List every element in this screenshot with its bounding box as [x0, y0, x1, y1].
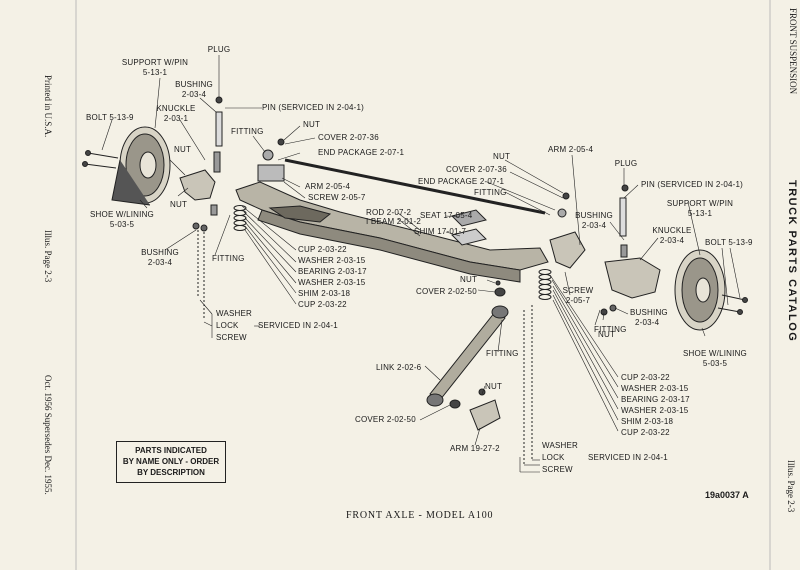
front-suspension-section-text: FRONT SUSPENSION: [788, 8, 798, 95]
label-shim-right: SHIM 2-03-18: [621, 417, 674, 426]
label-knuckle-right-no: 2-03-4: [659, 236, 685, 245]
label-serviced-right: SERVICED IN 2-04-1: [588, 453, 668, 462]
label-cover-left-1: COVER 2-07-36: [318, 133, 379, 142]
label-support-right: SUPPORT W/PIN: [666, 199, 734, 208]
label-support-left-no: 5-13-1: [142, 68, 168, 77]
label-cover-right-1: COVER 2-07-36: [446, 165, 507, 174]
label-shim-middle: SHIM 17-01-7: [414, 227, 467, 236]
label-nut-right-1: NUT: [493, 152, 511, 161]
label-shoe-left-no: 5-03-5: [109, 220, 135, 229]
notice-line-3: BY DESCRIPTION: [137, 468, 205, 477]
label-cup-right-1: CUP 2-03-22: [621, 373, 670, 382]
label-bushing-left-2: BUSHING: [141, 248, 179, 257]
label-shoe-left: SHOE W/LINING: [90, 210, 154, 219]
label-shoe-right: SHOE W/LINING: [683, 349, 747, 358]
label-plug-right: PLUG: [614, 159, 638, 168]
label-cover-middle: COVER 2-02-50: [416, 287, 477, 296]
label-washer-right-1: WASHER 2-03-15: [621, 384, 689, 393]
label-knuckle-left: KNUCKLE: [156, 104, 196, 113]
label-arm-right: ARM 2-05-4: [548, 145, 594, 154]
label-arm-bottom: ARM 19-27-2: [450, 444, 500, 453]
label-bushing-left-1: BUSHING: [175, 80, 213, 89]
label-shoe-right-no: 5-03-5: [702, 359, 728, 368]
label-bolt-left: BOLT 5-13-9: [86, 113, 134, 122]
label-screw-right-service: SCREW: [542, 465, 573, 474]
label-fitting-left-1: FITTING: [231, 127, 264, 136]
label-bushing-left-1-no: 2-03-4: [181, 90, 207, 99]
printed-in-usa-text: Printed in U.S.A.: [43, 75, 53, 138]
label-nut-left-1: NUT: [303, 120, 321, 129]
label-bushing-right-1: BUSHING: [575, 211, 613, 220]
left-bearing-stack-illustration: [233, 205, 247, 231]
notice-line-1: PARTS INDICATED: [135, 446, 207, 455]
notice-line-2: BY NAME ONLY - ORDER: [122, 457, 220, 466]
label-nut-left-3: NUT: [170, 200, 188, 209]
label-cup-right-2: CUP 2-03-22: [621, 428, 670, 437]
left-illus-page-text: Illus. Page 2-3: [43, 230, 53, 283]
label-bushing-right-2-no: 2-03-4: [635, 318, 660, 327]
label-pin-right: PIN (SERVICED IN 2-04-1): [641, 180, 744, 189]
label-knuckle-left-no: 2-03-1: [163, 114, 189, 123]
label-bearing-left: BEARING 2-03-17: [298, 267, 367, 276]
label-arm-left: ARM 2-05-4: [305, 182, 351, 191]
label-end-package-right: END PACKAGE 2-07-1: [418, 177, 505, 186]
label-bolt-right: BOLT 5-13-9: [705, 238, 753, 247]
left-brake-support-illustration: [111, 126, 171, 206]
label-support-left: SUPPORT W/PIN: [121, 58, 189, 67]
label-fitting-right-3: FITTING: [486, 349, 519, 358]
order-notice-box: PARTS INDICATED BY NAME ONLY - ORDER BY …: [116, 441, 226, 483]
label-washer-left-1: WASHER 2-03-15: [298, 256, 366, 265]
label-cup-left-2: CUP 2-03-22: [298, 300, 347, 309]
label-cup-left-1: CUP 2-03-22: [298, 245, 347, 254]
label-lock-left-service: LOCK: [216, 321, 239, 330]
label-serviced-left: SERVICED IN 2-04-1: [258, 321, 338, 330]
label-nut-left-2: NUT: [174, 145, 192, 154]
label-link: LINK 2-02-6: [376, 363, 422, 372]
label-washer-right-service: WASHER: [542, 441, 579, 450]
right-bearing-stack-illustration: [538, 269, 552, 300]
i-beam-illustration: [235, 181, 549, 283]
illustration-reference-code: 19a0037 A: [705, 490, 749, 500]
link-illustration: [426, 305, 509, 407]
label-seat: SEAT 17-05-4: [420, 211, 473, 220]
label-washer-left-2: WASHER 2-03-15: [298, 278, 366, 287]
label-screw-right: SCREW: [562, 286, 594, 295]
label-bushing-right-2: BUSHING: [630, 308, 668, 317]
label-bushing-right-1-no: 2-03-4: [581, 221, 607, 230]
right-knuckle-illustration: [604, 244, 661, 299]
figure-caption: FRONT AXLE - MODEL A100: [346, 510, 494, 521]
left-knuckle-illustration: [179, 151, 221, 216]
label-screw-left: SCREW 2-05-7: [308, 193, 366, 202]
label-shim-left: SHIM 2-03-18: [298, 289, 351, 298]
label-lock-right-service: LOCK: [542, 453, 565, 462]
label-rod: ROD 2-07-2: [366, 208, 412, 217]
label-knuckle-right: KNUCKLE: [652, 226, 692, 235]
right-illus-page-text: Illus. Page 2-3: [786, 460, 796, 513]
right-brake-support-illustration: [674, 249, 726, 331]
label-plug-left: PLUG: [207, 45, 231, 54]
label-support-right-no: 5-13-1: [687, 209, 713, 218]
label-end-package-left: END PACKAGE 2-07-1: [318, 148, 405, 157]
label-screw-right-no: 2-05-7: [565, 296, 591, 305]
label-nut-middle: NUT: [460, 275, 478, 284]
label-fitting-left-2: FITTING: [212, 254, 245, 263]
label-nut-link: NUT: [485, 382, 503, 391]
label-washer-right-2: WASHER 2-03-15: [621, 406, 689, 415]
label-nut-right-2: NUT: [598, 330, 616, 339]
label-washer-left-service: WASHER: [216, 309, 253, 318]
truck-parts-catalog-title: TRUCK PARTS CATALOG: [786, 180, 798, 343]
label-cover-link: COVER 2-02-50: [355, 415, 416, 424]
label-bearing-right: BEARING 2-03-17: [621, 395, 690, 404]
label-bushing-left-2-no: 2-03-4: [147, 258, 173, 267]
label-i-beam: I BEAM 2-01-2: [366, 217, 422, 226]
edition-date-text: Oct. 1956 Supersedes Dec. 1955.: [43, 375, 53, 495]
label-screw-left-service: SCREW: [216, 333, 247, 342]
label-fitting-right-1: FITTING: [474, 188, 507, 197]
label-fitting-right-2: FITTING: [594, 325, 627, 334]
label-pin-left: PIN (SERVICED IN 2-04-1): [262, 103, 365, 112]
